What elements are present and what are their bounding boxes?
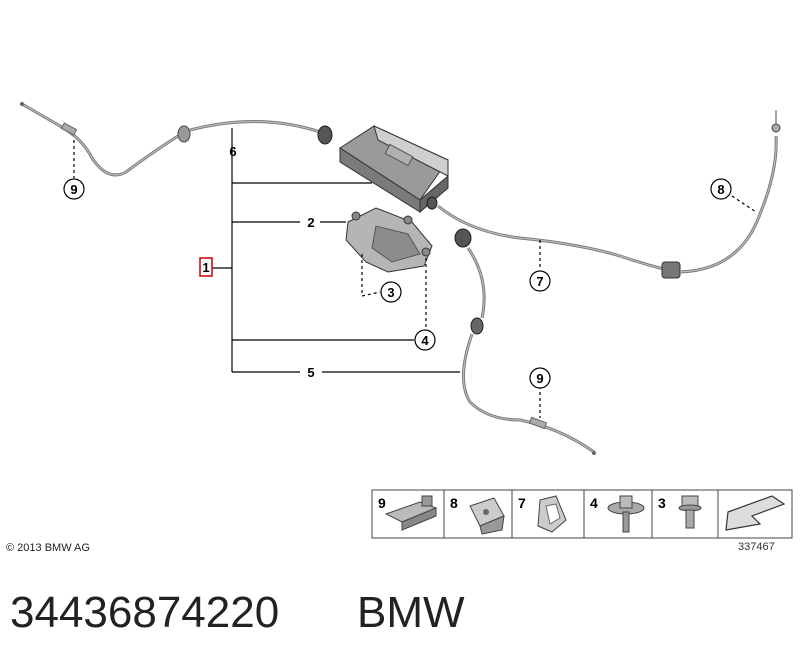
callout-8-label: 8 — [717, 182, 724, 197]
strip-cell-4: 4 — [590, 495, 645, 533]
strip-cell-8: 8 — [450, 495, 505, 535]
callout-5-label: 5 — [307, 365, 314, 380]
brand-name: BMW — [357, 588, 465, 637]
leader-lines — [73, 128, 757, 418]
callout-8: 8 — [710, 178, 732, 200]
callout-4: 4 — [414, 329, 436, 351]
callout-2: 2 — [307, 215, 314, 230]
left-cable — [20, 102, 333, 177]
callout-1-label: 1 — [202, 260, 209, 275]
right-cable — [437, 110, 781, 279]
callout-5: 5 — [307, 365, 314, 380]
strip-cell-3: 3 — [658, 495, 702, 529]
strip-label-9: 9 — [378, 495, 386, 511]
forward-arrow-icon — [725, 495, 786, 531]
strip-cell-7: 7 — [518, 495, 567, 533]
callout-9-lower-label: 9 — [536, 371, 543, 386]
part-number: 34436874220 — [10, 588, 280, 637]
callout-4-label: 4 — [421, 333, 429, 348]
parts-strip: 9 8 7 4 — [371, 489, 793, 539]
callout-1: 1 — [199, 257, 213, 277]
callout-7: 7 — [529, 270, 551, 292]
strip-label-3: 3 — [658, 495, 666, 511]
callout-3: 3 — [380, 281, 402, 303]
strip-label-4: 4 — [590, 495, 598, 511]
parking-brake-actuator — [339, 125, 449, 214]
strip-label-8: 8 — [450, 495, 458, 511]
flange-nut-icon — [607, 495, 645, 533]
bolt-icon — [678, 495, 702, 529]
mounting-bracket — [345, 207, 433, 273]
callout-6: 6 — [229, 144, 236, 159]
cable-clip-icon — [384, 495, 438, 531]
callout-9-left: 9 — [63, 178, 85, 200]
callout-7-label: 7 — [536, 274, 543, 289]
diagram-reference-number: 337467 — [738, 541, 775, 553]
callout-2-label: 2 — [307, 215, 314, 230]
callout-3-label: 3 — [387, 285, 394, 300]
callout-9-left-label: 9 — [70, 182, 77, 197]
strip-label-7: 7 — [518, 495, 526, 511]
copyright-text: © 2013 BMW AG — [6, 542, 90, 554]
retainer-clip-icon — [537, 495, 567, 533]
strip-cell-9: 9 — [378, 495, 438, 531]
callout-6-label: 6 — [229, 144, 236, 159]
spring-clip-icon — [469, 497, 505, 535]
lower-cable — [454, 228, 596, 455]
callout-9-lower: 9 — [529, 367, 551, 389]
